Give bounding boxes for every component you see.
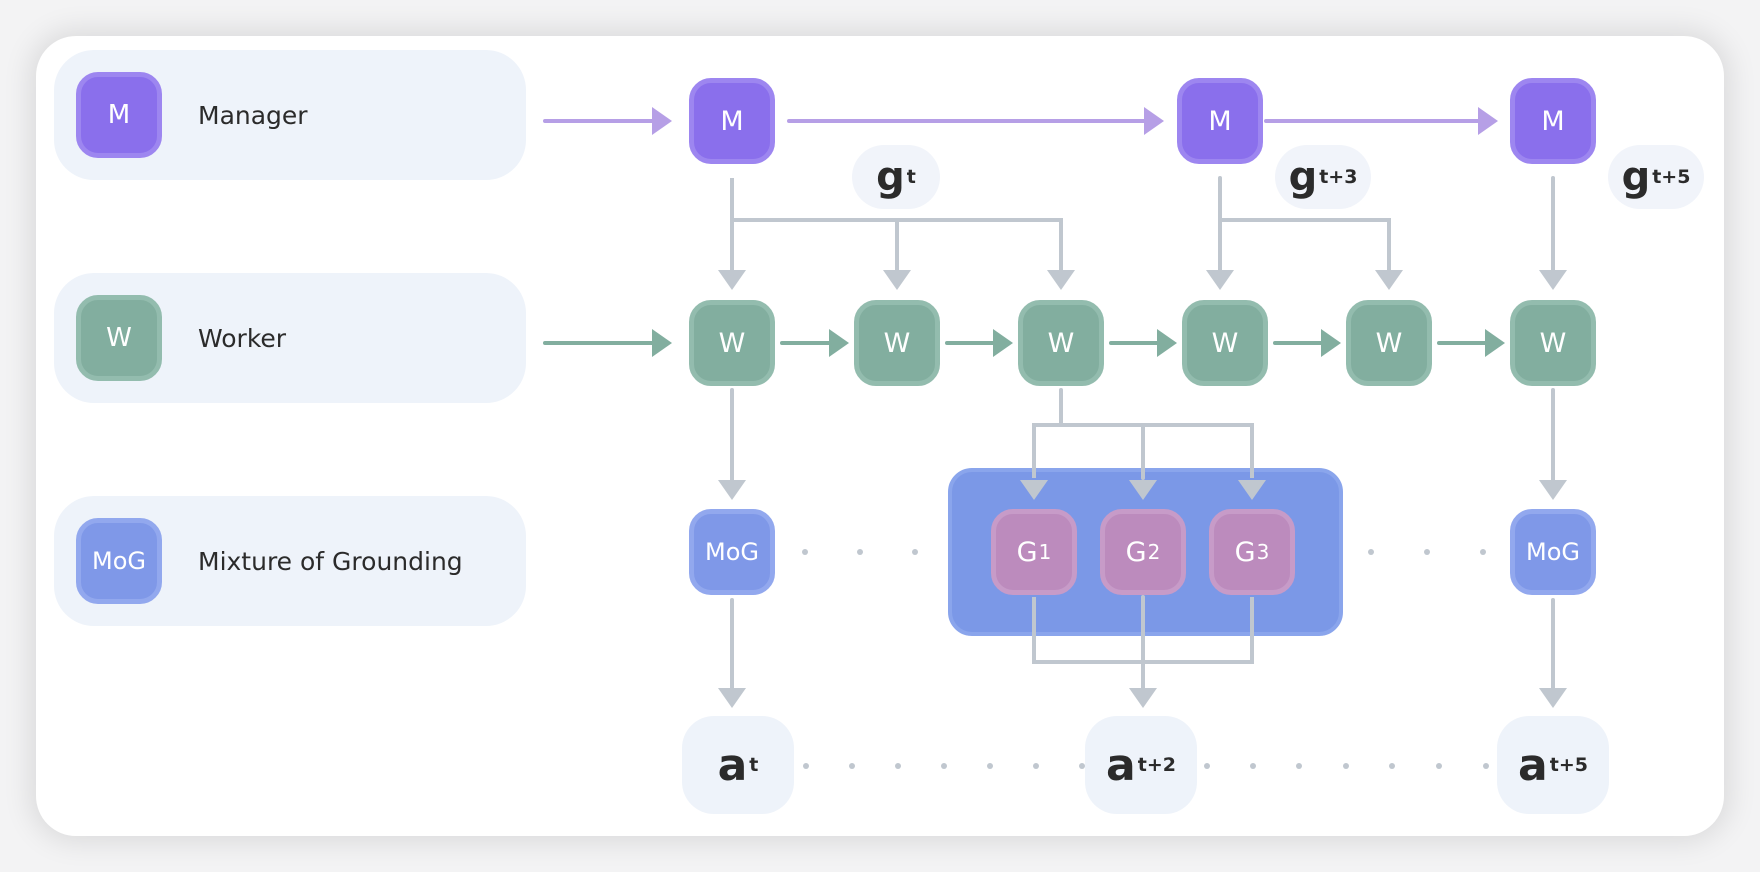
worker-node-1: W <box>689 300 775 386</box>
arrow-to-action2-icon <box>1129 688 1157 708</box>
legend-manager: M Manager <box>54 50 526 180</box>
legend-label-worker: Worker <box>198 323 287 353</box>
legend-mog: MoG Mixture of Grounding <box>54 496 526 626</box>
manager1-branch <box>732 218 1063 274</box>
action-symbol: a <box>1106 739 1136 791</box>
arrow-to-worker3-icon <box>1047 270 1075 290</box>
mog2-to-action3-head-icon <box>1539 688 1567 708</box>
mog-legend-icon: MoG <box>76 518 162 604</box>
arrow-to-worker2-icon <box>883 270 911 290</box>
legend-label-manager: Manager <box>198 100 308 130</box>
manager-arrow-1-2-head-icon <box>1144 107 1164 135</box>
worker-node-4: W <box>1182 300 1268 386</box>
grounding-label: G <box>1125 536 1147 568</box>
worker-node-2: W <box>854 300 940 386</box>
worker1-to-mog1-head-icon <box>718 480 746 500</box>
manager-node-3: M <box>1510 78 1596 164</box>
timeline-dot-action-right-5 <box>1436 763 1442 769</box>
grounding-index: 3 <box>1256 540 1270 564</box>
manager-legend-icon: M <box>76 72 162 158</box>
worker-arrow-4-5-head-icon <box>1321 329 1341 357</box>
goal-subscript: t <box>906 166 916 188</box>
manager-node-1: M <box>689 78 775 164</box>
action-subscript: t <box>749 754 759 776</box>
timeline-dot-action-right-0 <box>1204 763 1210 769</box>
worker-node-6: W <box>1510 300 1596 386</box>
mog1-to-action1-head-icon <box>718 688 746 708</box>
timeline-dot-action-left-1 <box>849 763 855 769</box>
timeline-dot-action-right-1 <box>1250 763 1256 769</box>
mog-node-2: MoG <box>1510 509 1596 595</box>
timeline-dot-action-right-3 <box>1343 763 1349 769</box>
timeline-dot-action-left-4 <box>987 763 993 769</box>
worker-arrow-2-3-head-icon <box>993 329 1013 357</box>
worker-node-3: W <box>1018 300 1104 386</box>
timeline-dot-action-right-6 <box>1483 763 1489 769</box>
action-symbol: a <box>1518 739 1548 791</box>
manager-input-arrow-head-icon <box>652 107 672 135</box>
arrow-to-worker4-icon <box>1206 270 1234 290</box>
manager2-branch <box>1220 218 1391 274</box>
arrow-to-worker5-icon <box>1375 270 1403 290</box>
timeline-dot-mog-left-2 <box>912 549 918 555</box>
goal-subscript: t+5 <box>1652 166 1691 188</box>
grounding-label: G <box>1234 536 1256 568</box>
manager3-to-worker6-head-icon <box>1539 270 1567 290</box>
timeline-dot-action-left-0 <box>803 763 809 769</box>
grounding-index: 2 <box>1147 540 1161 564</box>
arrow-to-g1-icon <box>1020 480 1048 500</box>
timeline-dot-action-right-4 <box>1389 763 1395 769</box>
goal-subscript: t+3 <box>1319 166 1358 188</box>
arrow-to-worker1-icon <box>718 270 746 290</box>
timeline-dot-mog-right-0 <box>1368 549 1374 555</box>
worker-node-5: W <box>1346 300 1432 386</box>
worker-arrow-5-6-head-icon <box>1485 329 1505 357</box>
mog-node-1: MoG <box>689 509 775 595</box>
timeline-dot-action-left-6 <box>1079 763 1085 769</box>
arrow-to-g3-icon <box>1238 480 1266 500</box>
action-subscript: t+2 <box>1137 754 1176 776</box>
worker-arrow-3-4-head-icon <box>1157 329 1177 357</box>
worker-legend-icon: W <box>76 295 162 381</box>
manager-node-2: M <box>1177 78 1263 164</box>
grounding-index: 1 <box>1038 540 1052 564</box>
worker-input-arrow-head-icon <box>652 329 672 357</box>
action-symbol: a <box>717 739 748 791</box>
arrow-to-g2-icon <box>1129 480 1157 500</box>
timeline-dot-action-left-3 <box>941 763 947 769</box>
timeline-dot-action-right-2 <box>1296 763 1302 769</box>
legend-label-mog: Mixture of Grounding <box>198 546 463 576</box>
goal-symbol: g <box>1621 154 1651 200</box>
legend-worker: W Worker <box>54 273 526 403</box>
timeline-dot-mog-right-1 <box>1424 549 1430 555</box>
action-subscript: t+5 <box>1549 754 1588 776</box>
timeline-dot-action-left-5 <box>1033 763 1039 769</box>
timeline-dot-mog-right-2 <box>1480 549 1486 555</box>
timeline-dot-mog-left-0 <box>802 549 808 555</box>
timeline-dot-action-left-2 <box>895 763 901 769</box>
worker-arrow-1-2-head-icon <box>829 329 849 357</box>
manager-arrow-2-3-head-icon <box>1478 107 1498 135</box>
worker6-to-mog2-head-icon <box>1539 480 1567 500</box>
timeline-dot-mog-left-1 <box>857 549 863 555</box>
goal-symbol: g <box>1288 154 1318 200</box>
grounding-label: G <box>1016 536 1038 568</box>
goal-symbol: g <box>876 154 905 200</box>
